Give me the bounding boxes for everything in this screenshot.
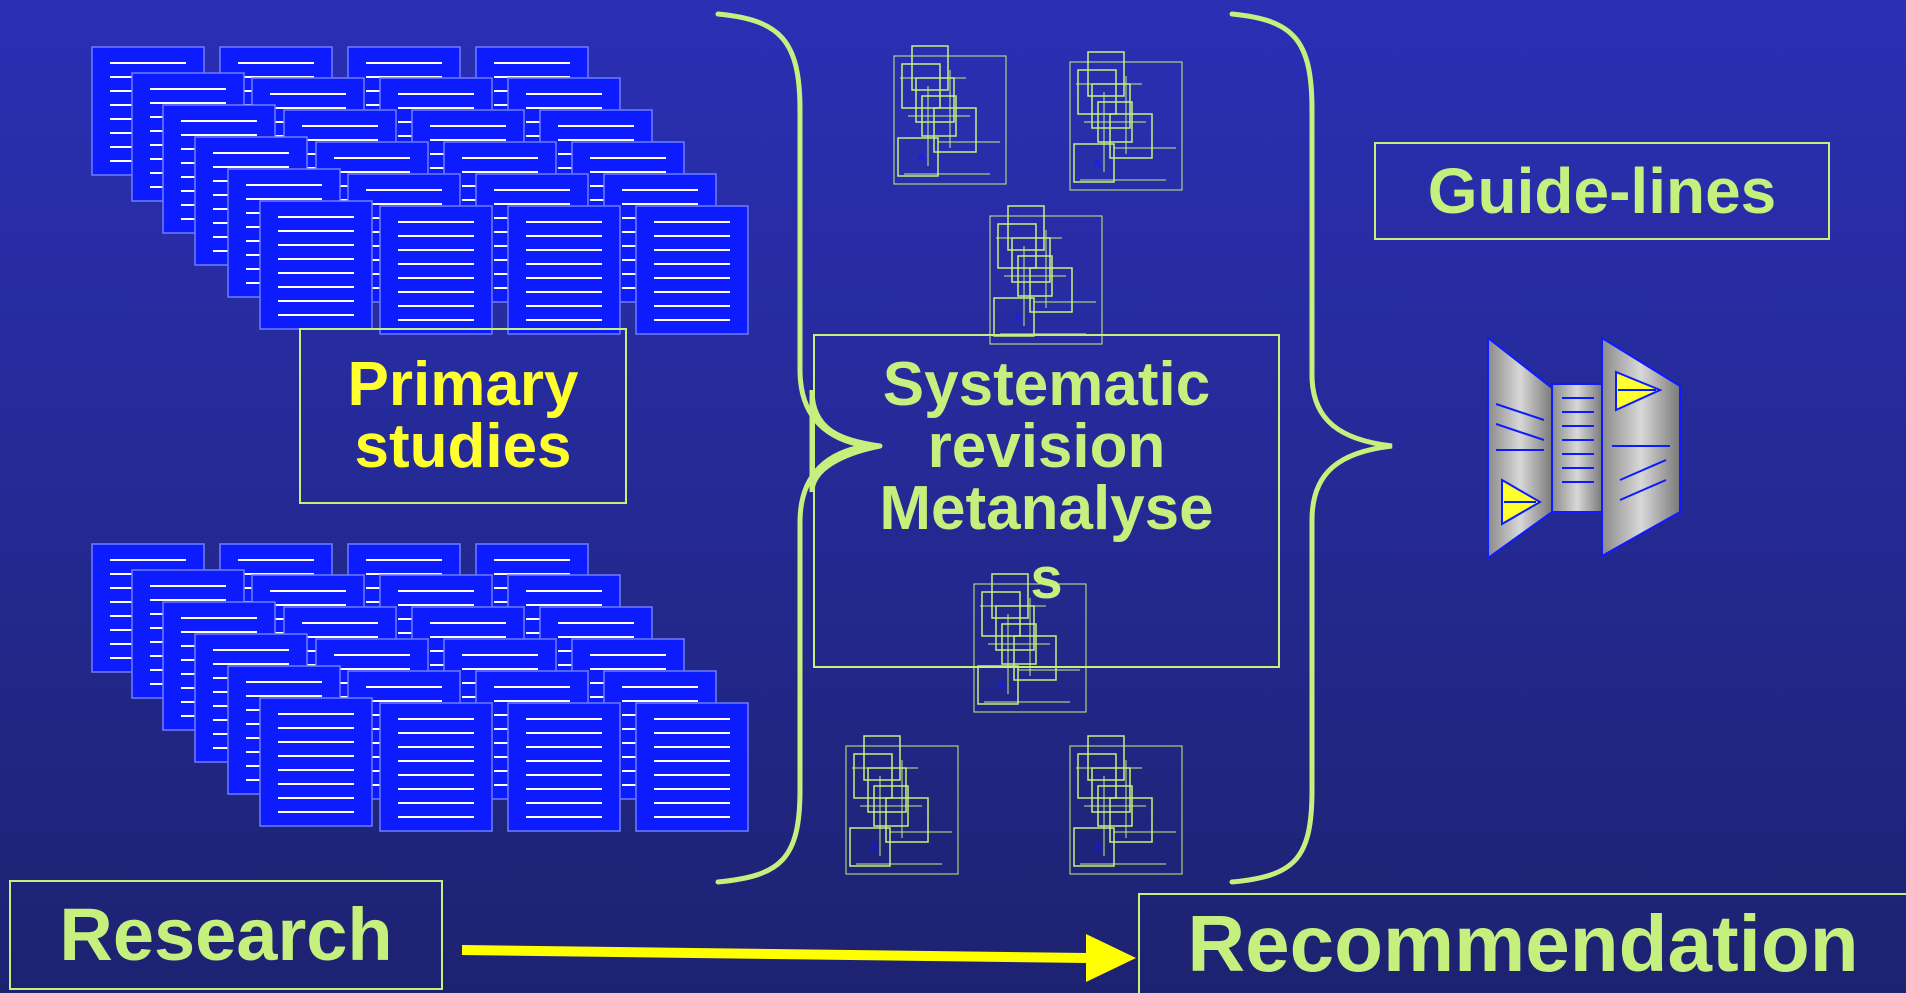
systematic-line-4: s: [1030, 546, 1063, 611]
research-label: Research: [9, 880, 443, 990]
primary-studies-label: Primary studies: [299, 328, 627, 504]
review-cluster-top-right: [1069, 51, 1183, 191]
review-cluster-bottom-left: [845, 735, 959, 875]
review-cluster-top-left: [893, 45, 1007, 185]
systematic-line-1: Systematic: [882, 350, 1211, 419]
guidelines-label: Guide-lines: [1374, 142, 1830, 240]
review-cluster-bottom-right: [1069, 735, 1183, 875]
review-cluster-middle: [989, 205, 1103, 345]
systematic-line-2: revision: [927, 412, 1166, 481]
document-stack-bottom: [91, 543, 749, 832]
inner-brace: [809, 389, 883, 493]
primary-line-1: Primary: [347, 350, 579, 419]
right-brace: [1229, 11, 1393, 885]
recommendation-label: Recommendation: [1138, 893, 1906, 993]
document-stack-top: [91, 46, 749, 335]
open-booklet-icon: [1487, 335, 1681, 560]
systematic-line-3: Metanalyse: [879, 474, 1214, 543]
primary-line-2: studies: [354, 412, 572, 481]
right-arrow: [461, 934, 1136, 982]
systematic-revision-label: Systematic revision Metanalyse s: [813, 334, 1280, 668]
